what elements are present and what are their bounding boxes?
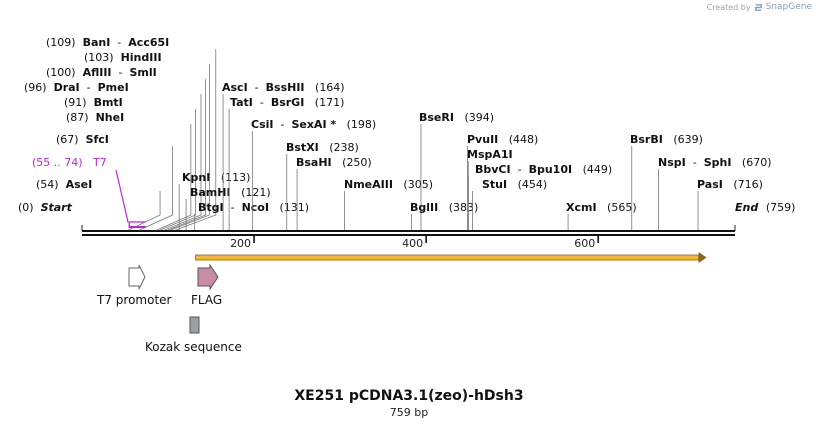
ruler-tick-label: 400 <box>402 237 423 250</box>
site-nmeaiii[interactable]: NmeAIII (305) <box>344 178 433 230</box>
site-bsahi[interactable]: BsaHI (250) <box>296 156 372 230</box>
site-stui[interactable]: StuI (454) <box>472 178 548 230</box>
site-drai[interactable]: (96) DraI - PmeI <box>24 81 202 231</box>
site-label: MspA1I <box>467 148 513 161</box>
map-title: XE251 pCDNA3.1(zeo)-hDsh3 <box>294 388 524 404</box>
feature-label-t7-promoter: T7 promoter <box>96 293 172 307</box>
site-bbvci[interactable]: BbvCI - Bpu10I (449) <box>467 163 612 230</box>
site-connector <box>167 79 207 231</box>
site-pasi[interactable]: PasI (716) <box>697 178 763 230</box>
site-label: (87) NheI <box>66 111 124 124</box>
site-kpni[interactable]: KpnI (113) <box>178 171 250 230</box>
site-connector <box>175 49 217 231</box>
site-label: AscI - BssHII (164) <box>222 81 345 94</box>
site-label: StuI (454) <box>482 178 547 191</box>
site-asei[interactable]: (54) AseI <box>36 178 161 231</box>
site-hindiii[interactable]: (103) HindIII <box>84 51 210 231</box>
site-label: (67) SfcI <box>56 133 109 146</box>
snapgene-logo-icon <box>754 3 762 11</box>
site-nhei[interactable]: (87) NheI <box>66 111 192 231</box>
site-xcmi[interactable]: XcmI (565) <box>566 201 637 230</box>
site-label: BseRI (394) <box>419 111 494 124</box>
site-label: (103) HindIII <box>84 51 162 64</box>
site-label: XcmI (565) <box>566 201 637 214</box>
site-label: CsiI - SexAI * (198) <box>251 118 376 131</box>
feature-label-flag: FLAG <box>191 293 222 307</box>
site-label: (96) DraI - PmeI <box>24 81 129 94</box>
site-connector <box>170 64 210 231</box>
feature-label-kozak: Kozak sequence <box>145 340 242 354</box>
credit-prefix: Created by <box>706 2 751 12</box>
site-label: NmeAIII (305) <box>344 178 433 191</box>
site-tati[interactable]: TatI - BsrGI (171) <box>228 96 344 230</box>
flag-arrow-icon <box>197 263 219 291</box>
site-pvuii[interactable]: PvuII (448) <box>467 133 538 230</box>
map-length: 759 bp <box>389 406 429 419</box>
site-label: NspI - SphI (670) <box>658 156 772 169</box>
ruler-tick-label: 200 <box>230 237 251 250</box>
site-bamhi[interactable]: BamHI (121) <box>185 186 271 230</box>
end-label: End (759) <box>735 201 795 214</box>
site-connector <box>156 124 192 231</box>
t7-promoter-arrow-icon <box>128 264 146 290</box>
site-label: BtgI - NcoI (131) <box>198 201 309 214</box>
orf-bar <box>195 254 700 261</box>
site-label: PasI (716) <box>697 178 763 191</box>
credit: Created by SnapGene <box>707 2 812 12</box>
site-label: BbvCI - Bpu10I (449) <box>475 163 612 176</box>
site-bmti[interactable]: (91) BmtI <box>64 96 196 231</box>
ruler-tick-label: 600 <box>574 237 595 250</box>
primer-connector <box>115 169 146 223</box>
credit-brand: SnapGene <box>765 2 812 12</box>
site-label: BsrBI (639) <box>630 133 703 146</box>
site-label: KpnI (113) <box>182 171 250 184</box>
site-label: (91) BmtI <box>64 96 123 109</box>
site-label: (109) BanI - Acc65I <box>46 36 169 49</box>
site-connector <box>164 94 202 231</box>
site-afliii[interactable]: (100) AflIII - SmlI <box>46 66 207 231</box>
site-btgi[interactable]: BtgI - NcoI (131) <box>194 201 309 230</box>
site-bsrbi[interactable]: BsrBI (639) <box>630 133 703 230</box>
site-label: PvuII (448) <box>467 133 538 146</box>
site-connector <box>139 146 173 231</box>
site-label: BsaHI (250) <box>296 156 372 169</box>
site-nspi[interactable]: NspI - SphI (670) <box>658 156 772 230</box>
site-label: (54) AseI <box>36 178 92 191</box>
kozak-box-icon <box>189 316 200 334</box>
orf-arrowhead <box>698 252 707 263</box>
start-label: (0) Start <box>18 201 73 214</box>
site-asci[interactable]: AscI - BssHII (164) <box>222 81 345 230</box>
primer-label: (55 .. 74) T7 <box>32 156 107 169</box>
site-label: TatI - BsrGI (171) <box>230 96 344 109</box>
site-bani[interactable]: (109) BanI - Acc65I <box>46 36 217 231</box>
site-bseri[interactable]: BseRI (394) <box>419 111 494 230</box>
site-connector <box>128 191 161 231</box>
site-connector <box>160 109 196 231</box>
site-label: BamHI (121) <box>190 186 271 199</box>
site-sfci[interactable]: (67) SfcI <box>56 133 173 231</box>
site-csii[interactable]: CsiI - SexAI * (198) <box>251 118 376 230</box>
site-label: BstXI (238) <box>286 141 359 154</box>
site-bstxi[interactable]: BstXI (238) <box>286 141 359 230</box>
site-label: (100) AflIII - SmlI <box>46 66 157 79</box>
